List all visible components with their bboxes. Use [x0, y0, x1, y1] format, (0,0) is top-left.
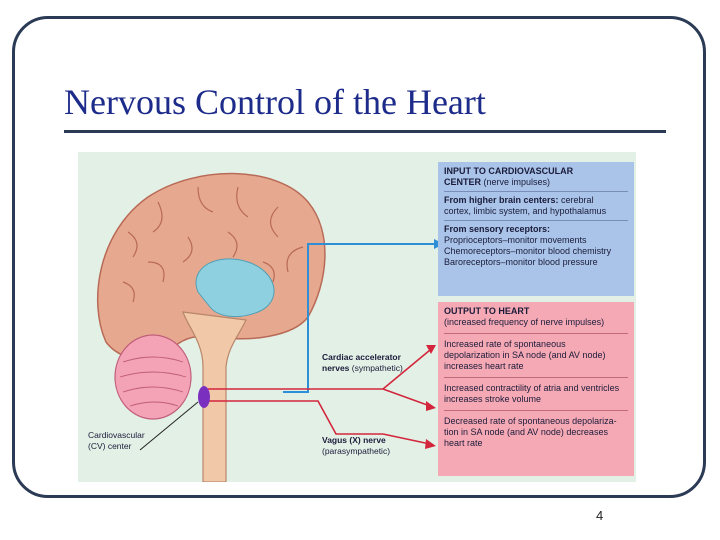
output-effect-line: Increased contractility of atria and ven… [444, 383, 620, 393]
output-effect-line: Increased rate of spontaneous [444, 339, 566, 349]
output-arrow-heart-rate [382, 349, 431, 390]
page-title: Nervous Control of the Heart [64, 82, 486, 122]
higher-centers-heading: From higher brain centers: [444, 195, 559, 205]
output-arrowhead-stroke-volume [426, 401, 436, 411]
sensory-item: Baroreceptors–monitor blood pressure [444, 257, 598, 267]
output-effect-line: Decreased rate of spontaneous depolariza… [444, 416, 617, 426]
cv-center-marker [198, 386, 210, 408]
ventricle-shape [195, 258, 275, 318]
slide-frame [12, 16, 706, 498]
output-heading-sub: (increased frequency of nerve impulses) [444, 317, 605, 327]
cv-center-line1: Cardiovascular [88, 430, 145, 440]
input-heading-line2: CENTER [444, 177, 482, 187]
input-heading-line1: INPUT TO CARDIOVASCULAR [444, 166, 574, 176]
cardiac-accelerator-line2: nerves [322, 362, 350, 373]
input-to-cv-center-box: INPUT TO CARDIOVASCULAR CENTER (nerve im… [438, 162, 634, 296]
output-to-heart-box: OUTPUT TO HEART (increased frequency of … [438, 302, 634, 476]
sensory-receptors-heading: From sensory receptors: [444, 224, 551, 234]
output-heading: OUTPUT TO HEART [444, 306, 530, 316]
input-pathway-line [283, 243, 434, 393]
input-divider [444, 191, 628, 192]
vagus-sub: (parasympathetic) [322, 445, 391, 456]
cv-center-label: Cardiovascular (CV) center [88, 430, 145, 451]
cardiac-accelerator-sub: (sympathetic) [351, 362, 403, 373]
output-arrowhead-decrease [425, 439, 436, 449]
vagus-nerve-label: Vagus (X) nerve (parasympathetic) [322, 435, 390, 456]
nervous-control-diagram: INPUT TO CARDIOVASCULAR CENTER (nerve im… [78, 152, 636, 482]
cardiac-accelerator-label: Cardiac accelerator nerves (sympathetic) [322, 352, 403, 373]
cerebellum-shape [114, 334, 192, 420]
output-effect-line: increases stroke volume [444, 394, 542, 404]
cardiac-accelerator-line1: Cardiac accelerator [322, 352, 401, 362]
output-effect-line: increases heart rate [444, 361, 524, 371]
output-effect-line: tion in SA node (and AV node) decreases [444, 427, 608, 437]
output-arrow-decrease [382, 433, 431, 445]
cerebrum-folds [122, 186, 304, 303]
sensory-item: Proprioceptors–monitor movements [444, 235, 587, 245]
output-effect-line: heart rate [444, 438, 483, 448]
cv-center-leader-line [139, 401, 199, 451]
cerebellum-folds [119, 356, 187, 407]
output-divider [444, 333, 628, 334]
output-arrow-stroke-volume [382, 388, 431, 407]
output-arrowhead-heart-rate [426, 345, 436, 354]
input-divider [444, 220, 628, 221]
page-number: 4 [596, 508, 604, 523]
output-effect-line: depolarization in SA node (and AV node) [444, 350, 606, 360]
vagus-line1: Vagus (X) nerve [322, 435, 386, 445]
input-heading-sub: (nerve impulses) [483, 177, 551, 187]
higher-centers-text1: cerebral [561, 195, 594, 205]
output-divider [444, 410, 628, 411]
sensory-item: Chemoreceptors–monitor blood chemistry [444, 246, 612, 256]
cv-center-line2: (CV) center [88, 440, 132, 451]
vagus-nerve-line [208, 400, 383, 435]
title-divider [64, 130, 666, 133]
higher-centers-text2: cortex, limbic system, and hypothalamus [444, 206, 607, 216]
output-divider [444, 377, 628, 378]
brainstem-shape [182, 311, 247, 482]
